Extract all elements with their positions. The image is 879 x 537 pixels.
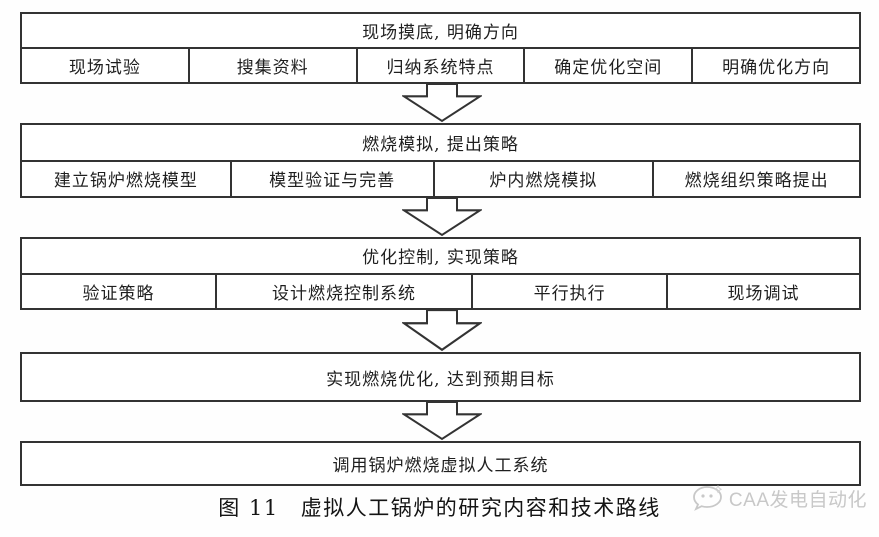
stage-virtual-system: 调用锅炉燃烧虚拟人工系统 [20,441,861,486]
figure-title: 虚拟人工锅炉的研究内容和技术路线 [300,496,661,520]
stage-survey-header: 现场摸底, 明确方向 [22,14,859,49]
stage-cell: 验证策略 [22,274,217,308]
stage-cell: 搜集资料 [190,49,358,82]
watermark-text: CAA发电自动化 [728,489,867,511]
stage-simulation-row: 建立锅炉燃烧模型 模型验证与完善 炉内燃烧模拟 燃烧组织策略提出 [22,161,859,196]
stage-control-row: 验证策略 设计燃烧控制系统 平行执行 现场调试 [22,274,859,308]
stage-control-header: 优化控制, 实现策略 [22,239,859,275]
stage-cell: 现场试验 [22,49,190,82]
down-arrow-icon [402,84,482,123]
stage-optimization-goal: 实现燃烧优化, 达到预期目标 [20,352,861,402]
stage-cell: 平行执行 [473,274,669,308]
watermark: CAA发电自动化 [691,483,867,513]
stage-simulation-header: 燃烧模拟, 提出策略 [22,125,859,162]
down-arrow-icon [402,310,482,352]
stage-survey: 现场摸底, 明确方向 现场试验 搜集资料 归纳系统特点 确定优化空间 明确优化方… [20,12,861,84]
stage-cell: 模型验证与完善 [232,161,435,196]
caa-logo-icon [693,485,723,511]
stage-cell: 建立锅炉燃烧模型 [22,161,232,196]
stage-cell: 现场调试 [727,283,800,304]
stage-survey-row: 现场试验 搜集资料 归纳系统特点 确定优化空间 明确优化方向 [22,49,859,82]
down-arrow-icon [402,198,482,237]
stage-cell: 明确优化方向 [722,58,831,78]
stage-cell: 归纳系统特点 [358,49,526,82]
stage-cell: 燃烧组织策略提出 [684,171,829,192]
stage-cell: 设计燃烧控制系统 [217,274,474,308]
figure-caption: 图 11 虚拟人工锅炉的研究内容和技术路线 [0,492,879,522]
stage-optimization-goal-header: 实现燃烧优化, 达到预期目标 [326,369,555,390]
stage-simulation: 燃烧模拟, 提出策略 建立锅炉燃烧模型 模型验证与完善 炉内燃烧模拟 燃烧组织策… [20,123,861,198]
figure-number: 图 11 [218,496,279,520]
stage-cell: 确定优化空间 [525,49,694,82]
stage-control: 优化控制, 实现策略 验证策略 设计燃烧控制系统 平行执行 现场调试 [20,237,861,310]
stage-cell: 炉内燃烧模拟 [435,161,655,196]
down-arrow-icon [402,402,482,441]
stage-virtual-system-header: 调用锅炉燃烧虚拟人工系统 [332,456,549,476]
